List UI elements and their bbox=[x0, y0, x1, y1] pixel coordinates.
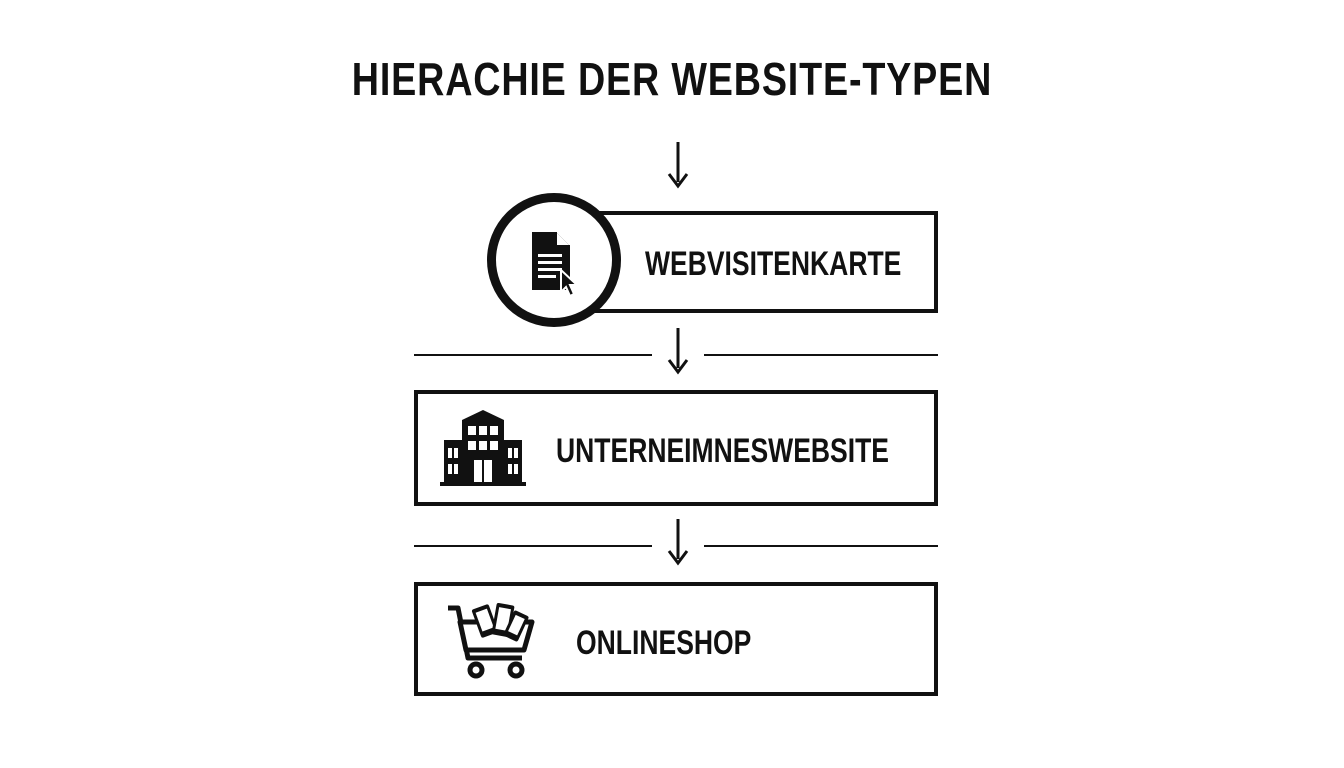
arrow-down-1 bbox=[667, 142, 689, 189]
arrow-down-3 bbox=[667, 519, 689, 566]
document-cursor-icon bbox=[532, 232, 580, 298]
diagram-title: HIERACHIE DER WEBSITE-TYPEN bbox=[351, 53, 993, 105]
node-label-webvisitenkarte: WEBVISITENKARTE bbox=[645, 245, 902, 283]
separator-line-left-2 bbox=[414, 545, 652, 547]
building-icon bbox=[440, 410, 526, 486]
node-label-onlineshop: ONLINESHOP bbox=[576, 624, 752, 662]
separator-line-right-2 bbox=[704, 545, 938, 547]
node-unternehmenswebsite: UNTERNEIMNESWEBSITE bbox=[414, 390, 938, 506]
separator-line-left-1 bbox=[414, 354, 652, 356]
arrow-down-2 bbox=[667, 328, 689, 375]
shopping-cart-icon bbox=[448, 602, 535, 679]
node-label-unternehmenswebsite: UNTERNEIMNESWEBSITE bbox=[556, 432, 889, 470]
separator-line-right-1 bbox=[704, 354, 938, 356]
